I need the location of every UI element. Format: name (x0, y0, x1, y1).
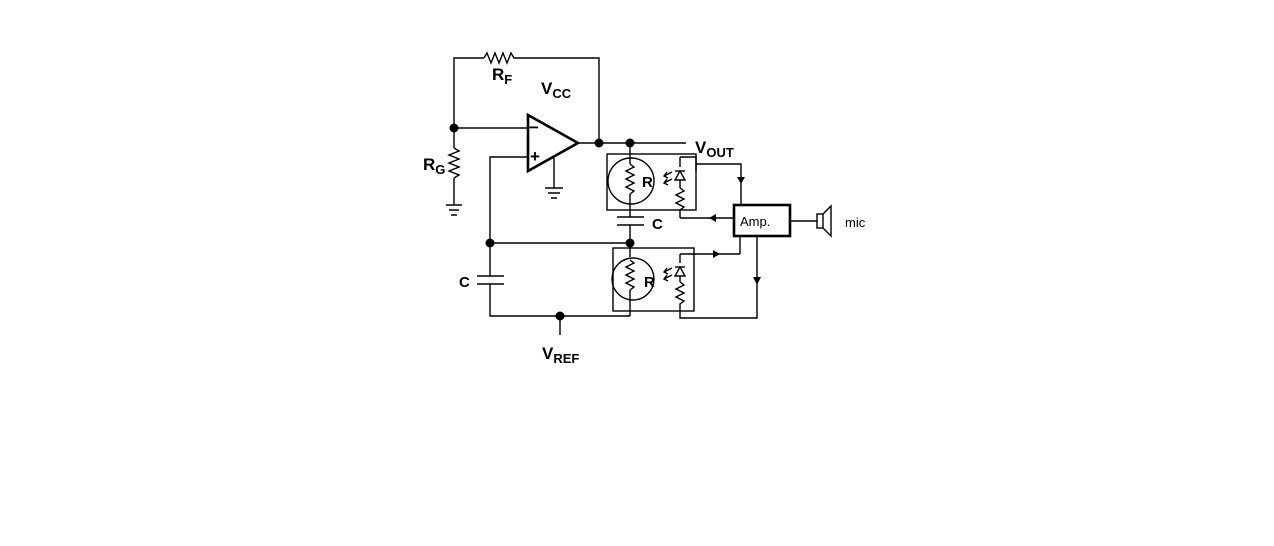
c-left-label: C (459, 274, 470, 291)
arrow-down-lower (753, 277, 761, 285)
upper-led-icon (662, 156, 697, 188)
c-upper-label: C (652, 216, 663, 233)
rf-label: RF (492, 65, 512, 87)
upper-ldr-circle (607, 157, 655, 205)
resistor-rg (447, 147, 461, 179)
feedback-wires (453, 57, 600, 143)
opamp-ground-symbol (545, 158, 563, 199)
resistor-rf (483, 51, 516, 65)
noninverting-input-wire (489, 156, 528, 243)
vcc-label: VCC (541, 79, 572, 101)
vref-label: VREF (542, 344, 579, 366)
lower-led-icon (662, 253, 740, 282)
r-lower-label: R (644, 274, 655, 291)
upper-optocoupler-box (606, 153, 697, 211)
capacitor-c-left (477, 275, 504, 285)
lower-optocoupler-box (612, 247, 695, 312)
microphone-icon (816, 204, 832, 238)
opamp-plus: + (530, 147, 540, 166)
mic-label: mic (845, 215, 866, 230)
rg-ground-symbol (446, 204, 462, 216)
r-upper-label: R (642, 174, 653, 191)
lower-ldr-resistor (624, 259, 636, 291)
arrow-down-upper (737, 177, 745, 184)
vout-label: VOUT (695, 138, 734, 160)
lower-ldr-circle (611, 257, 655, 301)
rg-label: RG (423, 155, 445, 177)
opamp-triangle (526, 112, 581, 174)
opamp-minus: − (529, 118, 539, 137)
capacitor-c-upper (617, 216, 644, 226)
upper-ldr-resistor (624, 163, 636, 195)
arrow-left-upper (709, 214, 716, 222)
lower-led-resistor (674, 281, 686, 311)
arrow-right-lower (713, 250, 720, 258)
junction-dots (449, 123, 635, 321)
upper-led-resistor (674, 187, 686, 218)
amp-label: Amp. (740, 214, 770, 229)
